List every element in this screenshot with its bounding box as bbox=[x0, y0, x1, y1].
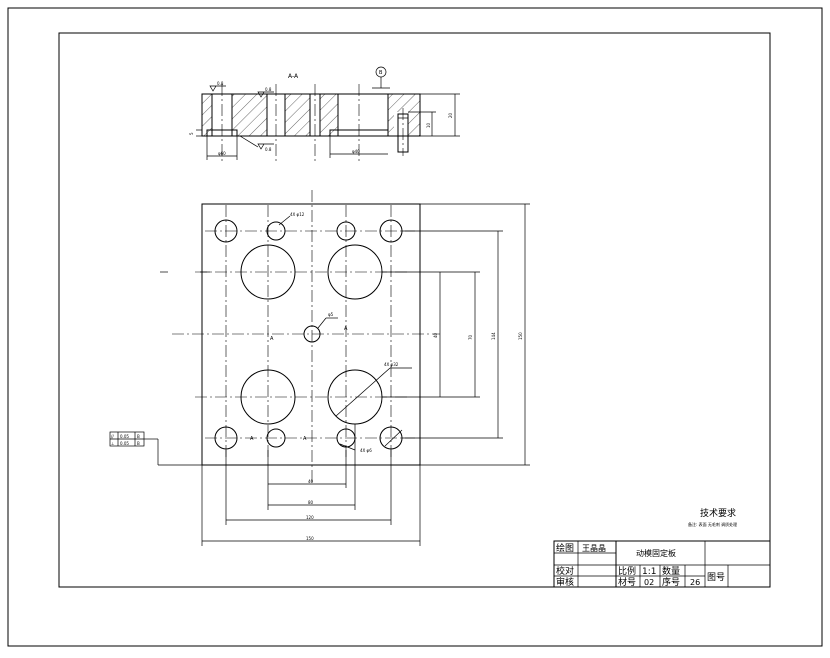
svg-text:B: B bbox=[137, 441, 140, 446]
svg-text:150: 150 bbox=[306, 536, 314, 541]
svg-text:序号: 序号 bbox=[662, 576, 680, 588]
callout-large-holes: 4X φ32 bbox=[384, 362, 399, 367]
svg-text:20: 20 bbox=[448, 112, 453, 118]
svg-text:φ60: φ60 bbox=[218, 151, 226, 156]
sheet-border bbox=[7, 7, 823, 647]
svg-text:B: B bbox=[137, 434, 140, 439]
section-label: A-A bbox=[288, 73, 299, 80]
part-name: 动模固定板 bbox=[636, 548, 676, 558]
svg-text:审核: 审核 bbox=[556, 576, 574, 588]
svg-text:144: 144 bbox=[491, 332, 496, 340]
svg-text:φ40: φ40 bbox=[352, 149, 360, 154]
drawing-frame bbox=[58, 32, 771, 588]
tech-heading: 技术要求 bbox=[700, 507, 736, 519]
svg-text:绘图: 绘图 bbox=[556, 542, 574, 554]
title-block: 绘图 王晶晶 动模固定板 校对 审核 比例 1:1 数量 材号 02 序号 26… bbox=[553, 540, 771, 588]
svg-text:A: A bbox=[344, 326, 348, 332]
svg-text:0.8: 0.8 bbox=[217, 81, 224, 86]
svg-text:26: 26 bbox=[690, 578, 700, 587]
callout-bottom-holes: 4X φ6 bbox=[360, 448, 372, 453]
plate-outline bbox=[201, 203, 421, 466]
svg-text:0.05: 0.05 bbox=[120, 441, 129, 446]
callout-center-hole: φ5 bbox=[328, 312, 334, 317]
svg-text:0.05: 0.05 bbox=[120, 434, 129, 439]
svg-text:数量: 数量 bbox=[662, 565, 680, 577]
tech-note: 备注: 表面 无毛刺 调质处理 bbox=[688, 521, 737, 527]
svg-text:A: A bbox=[250, 436, 254, 442]
svg-text:02: 02 bbox=[644, 578, 654, 587]
svg-text:⊥: ⊥ bbox=[111, 441, 115, 446]
svg-text:80: 80 bbox=[308, 500, 314, 505]
tolerance-frame: // 0.05 B ⊥ 0.05 B bbox=[109, 431, 202, 466]
svg-text://: // bbox=[111, 434, 114, 439]
svg-text:B: B bbox=[379, 70, 383, 76]
svg-text:70: 70 bbox=[468, 334, 473, 340]
svg-text:校对: 校对 bbox=[556, 565, 574, 577]
svg-text:1:1: 1:1 bbox=[642, 567, 656, 577]
svg-text:A: A bbox=[270, 336, 274, 342]
svg-text:5: 5 bbox=[189, 132, 194, 135]
svg-text:A: A bbox=[303, 436, 307, 442]
section-view: A-A 0.8 0.8 0.8 bbox=[189, 66, 460, 162]
svg-text:10: 10 bbox=[426, 122, 431, 128]
svg-text:比例: 比例 bbox=[618, 565, 636, 577]
svg-text:150: 150 bbox=[518, 332, 523, 340]
svg-text:图号: 图号 bbox=[707, 572, 725, 583]
callout-top-holes: 4X φ12 bbox=[290, 212, 305, 217]
svg-text:0.8: 0.8 bbox=[265, 147, 272, 152]
svg-text:120: 120 bbox=[306, 515, 314, 520]
plan-view: 4X φ12 4X φ6 4X φ32 φ5 A A A A 40 80 120… bbox=[160, 190, 530, 546]
svg-text:王晶晶: 王晶晶 bbox=[582, 544, 606, 553]
svg-text:材号: 材号 bbox=[618, 576, 636, 588]
svg-text:0.8: 0.8 bbox=[265, 87, 272, 92]
svg-text:40: 40 bbox=[433, 332, 438, 338]
svg-text:40: 40 bbox=[308, 479, 314, 484]
